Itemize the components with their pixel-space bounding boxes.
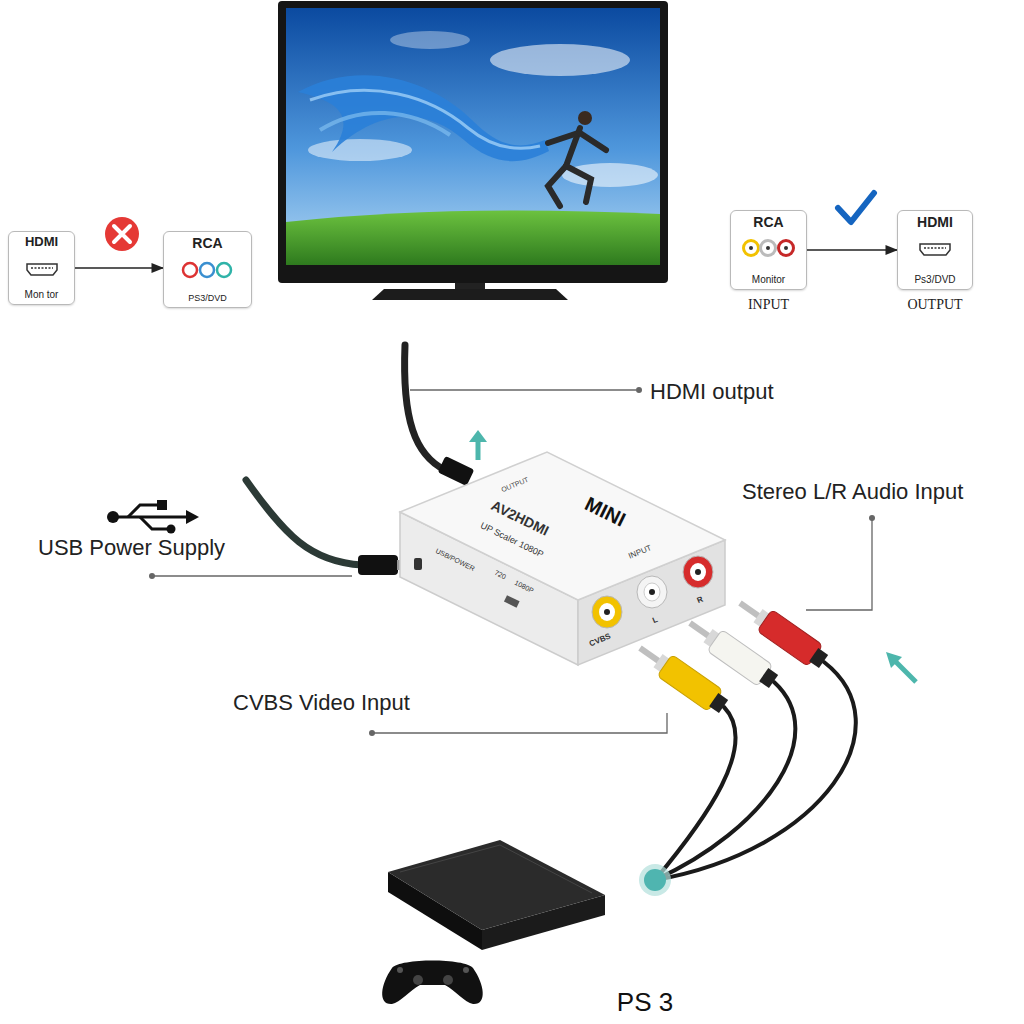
- format-name: HDMI: [917, 214, 953, 230]
- leader-dots: [149, 387, 875, 736]
- right-mark: [838, 193, 874, 222]
- conversion-arrow: [75, 267, 163, 269]
- dancer: [548, 128, 606, 206]
- av2hdmi-adapter: [400, 452, 725, 665]
- direction-caption: INPUT: [748, 297, 789, 313]
- format-box: RCAMonitorINPUT: [730, 210, 807, 290]
- tv-screen: [286, 8, 660, 265]
- leader-lines: [152, 390, 872, 733]
- red-rca-plug: [733, 592, 831, 672]
- usb-symbol: [107, 500, 199, 534]
- format-name: RCA: [753, 214, 783, 230]
- rca-jacks-icon: [744, 241, 794, 256]
- rca-port: [637, 576, 667, 608]
- cable-joint-dot: [639, 864, 671, 896]
- rca-jacks-icon: [183, 263, 231, 277]
- format-name: RCA: [192, 235, 222, 251]
- rca-port: [592, 596, 622, 628]
- callout-label: USB Power Supply: [38, 535, 225, 560]
- device-name: Monitor: [752, 274, 785, 286]
- tv-illustration: [278, 1, 668, 300]
- device-name: Ps3/DVD: [914, 274, 955, 286]
- ps3-console: [388, 840, 605, 950]
- flow-arrow: [469, 430, 487, 460]
- tv-stand: [372, 289, 568, 300]
- format-box: RCA PS3/DVD: [163, 231, 252, 308]
- format-name: HDMI: [25, 235, 58, 250]
- tv-neck: [455, 283, 485, 289]
- callout-label: Stereo L/R Audio Input: [742, 479, 963, 504]
- hdmi-port-icon: [27, 264, 57, 275]
- ribbon: [298, 75, 549, 161]
- device-name: PS3/DVD: [188, 293, 227, 303]
- format-box: HDMIPs3/DVDOUTPUT: [897, 210, 973, 290]
- callout-label: HDMI output: [650, 379, 774, 404]
- game-controller: [382, 961, 483, 1005]
- wrong-mark: [105, 217, 139, 251]
- callout-label: CVBS Video Input: [233, 690, 410, 715]
- rca-port: [683, 556, 713, 588]
- grass: [286, 210, 660, 265]
- hdmi-port-icon: [920, 244, 950, 255]
- conversion-arrow: [807, 249, 897, 251]
- tv-bezel: [278, 1, 668, 283]
- usb-cable: [246, 480, 413, 575]
- format-box: HDMI Mon tor: [8, 231, 75, 305]
- device-name: Mon tor: [25, 289, 59, 301]
- device-name: PS 3: [617, 988, 673, 1018]
- direction-caption: OUTPUT: [907, 297, 962, 313]
- flow-arrow: [886, 652, 916, 682]
- hdmi-cable: [405, 345, 475, 486]
